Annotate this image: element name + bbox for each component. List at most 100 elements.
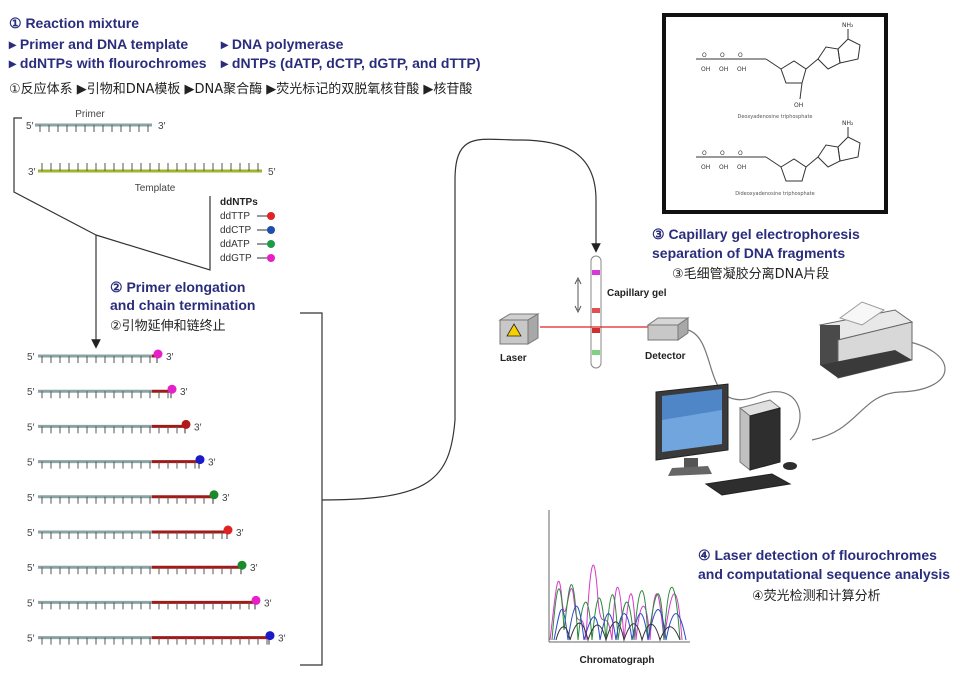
capillary-band-2 [592, 308, 600, 313]
svg-text:O: O [720, 150, 725, 157]
fragment-dye-dot [209, 490, 219, 500]
template-5prime: 5′ [268, 167, 276, 178]
fragment-3: 5′ 3′ [27, 419, 202, 434]
capillary-gel-label: Capillary gel [607, 288, 667, 299]
fragment-dye-dot [237, 560, 247, 570]
fragment-ladder: 5′ 3′ 5′ 3′ 5′ 3′ 5′ 3′ 5′ 3′ 5′ 3′ 5′ 3′ 5′ 3′ 5′ 3′ [27, 349, 286, 645]
fragments-bracket [300, 312, 323, 666]
ddntp-caption: Dideoxyadenosine triphosphate [735, 191, 815, 197]
fragment-5prime: 5′ [27, 634, 35, 645]
fragment-3prime: 3′ [208, 458, 216, 469]
dntp-caption: Deoxyadenosine triphosphate [738, 114, 813, 120]
fragment-6: 5′ 3′ [27, 525, 244, 539]
computer-monitor-icon [655, 383, 729, 476]
fragment-8: 5′ 3′ [27, 595, 272, 610]
template-3prime: 3′ [28, 167, 36, 178]
step3-chinese: ③毛细管凝胶分离DNA片段 [672, 267, 830, 282]
fragment-5prime: 5′ [27, 422, 35, 433]
fragment-3prime: 3′ [222, 493, 230, 504]
fragment-5prime: 5′ [27, 563, 35, 574]
fragment-dye-dot [153, 349, 163, 359]
step4-line1: ④ Laser detection of flourochromes [698, 547, 937, 563]
chromatograph-label: Chromatograph [580, 655, 655, 666]
fragment-5prime: 5′ [27, 528, 35, 539]
fragment-dye-dot [265, 631, 275, 641]
computer-tower-icon [738, 399, 782, 472]
step1-chinese: ①反应体系 ▶引物和DNA模板 ▶DNA聚合酶 ▶荧光标记的双脱氧核苷酸 ▶核苷… [9, 82, 473, 97]
detector-cable [687, 329, 801, 441]
ddntp-dye-dot [267, 240, 275, 248]
primer-label: Primer [75, 109, 105, 120]
ddntp-dye-dot [267, 226, 275, 234]
capillary-band-1 [592, 270, 600, 275]
fragment-3prime: 3′ [194, 422, 202, 433]
step1-title: ① Reaction mixture [9, 15, 140, 31]
printer-cable [811, 339, 946, 441]
mix-item-polymerase: ▸ DNA polymerase [221, 36, 344, 52]
ddntp-dye-dot [267, 212, 275, 220]
step4-line2: and computational sequence analysis [698, 566, 951, 582]
ddntps-bracket [95, 196, 211, 271]
capillary-band-3 [592, 328, 600, 333]
fragment-5prime: 5′ [27, 598, 35, 609]
svg-text:OH: OH [701, 66, 710, 73]
fragment-dye-dot [195, 455, 205, 465]
fragment-3prime: 3′ [180, 387, 188, 398]
capillary-band-4 [592, 350, 600, 355]
fragment-dye-dot [167, 384, 177, 394]
laser-warning-icon [506, 323, 522, 337]
keyboard-icon [704, 473, 792, 496]
template-label: Template [135, 183, 176, 194]
step3-line1: ③ Capillary gel electrophoresis [652, 226, 860, 242]
reactants-bracket [13, 117, 97, 236]
fragment-7: 5′ 3′ [27, 560, 258, 575]
step4-chinese: ④荧光检测和计算分析 [752, 589, 881, 604]
fragment-5prime: 5′ [27, 458, 35, 469]
fragment-dye-dot [181, 419, 191, 429]
detector-device [646, 317, 690, 341]
mix-item-dntps: ▸ dNTPs (dATP, dCTP, dGTP, and dTTP) [221, 55, 481, 71]
ddntp-name: ddATP [220, 239, 250, 250]
loading-tube [321, 138, 601, 501]
primer-ticks [39, 125, 149, 132]
ddntps-title: ddNTPs [220, 197, 258, 208]
svg-text:OH: OH [701, 164, 710, 171]
svg-text:OH: OH [737, 164, 746, 171]
fragment-3prime: 3′ [166, 352, 174, 363]
svg-text:OH: OH [737, 66, 746, 73]
svg-text:OH: OH [719, 164, 728, 171]
svg-text:O: O [720, 52, 725, 59]
step2-line2: and chain termination [110, 297, 256, 313]
fragment-2: 5′ 3′ [27, 384, 188, 399]
svg-text:NH₂: NH₂ [842, 22, 854, 29]
mix-item-primer-template: ▸ Primer and DNA template [9, 36, 189, 52]
primer-3prime: 3′ [158, 121, 166, 132]
step3-line2: separation of DNA fragments [652, 245, 846, 261]
fragment-3prime: 3′ [278, 634, 286, 645]
laser-device [498, 313, 540, 345]
fragment-9: 5′ 3′ [27, 631, 286, 645]
step2-line1: ② Primer elongation [110, 279, 246, 295]
step2-chinese: ②引物延伸和链终止 [110, 319, 226, 334]
ddntp-name: ddGTP [220, 253, 252, 264]
fragment-3prime: 3′ [250, 563, 258, 574]
fragment-5prime: 5′ [27, 387, 35, 398]
fragment-4: 5′ 3′ [27, 455, 216, 469]
fragment-5prime: 5′ [27, 352, 35, 363]
ddntp-dye-dot [267, 254, 275, 262]
svg-text:O: O [738, 150, 743, 157]
fragment-3prime: 3′ [236, 528, 244, 539]
ddntp-name: ddCTP [220, 225, 251, 236]
mouse-icon [783, 462, 797, 470]
svg-text:O: O [702, 52, 707, 59]
template-ticks [41, 163, 259, 171]
laser-label: Laser [500, 353, 527, 364]
svg-text:NH₂: NH₂ [842, 120, 854, 127]
fragment-5prime: 5′ [27, 493, 35, 504]
fragment-3prime: 3′ [264, 598, 272, 609]
svg-text:O: O [738, 52, 743, 59]
fragment-5: 5′ 3′ [27, 490, 230, 504]
